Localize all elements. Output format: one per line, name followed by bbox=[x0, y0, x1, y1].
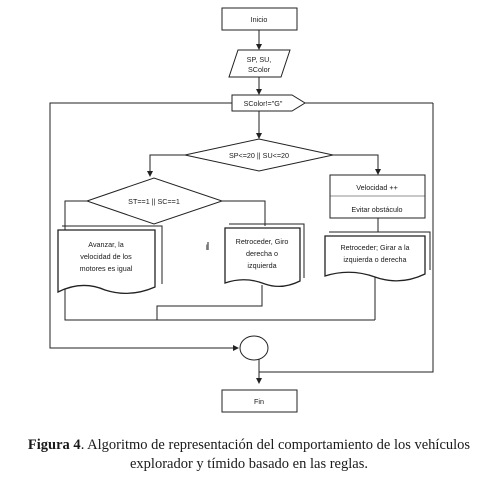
doc-forward-line3: motores es igual bbox=[80, 264, 133, 273]
doc-reverse-line2: derecha o bbox=[246, 249, 278, 258]
flowchart-diagram: Inicio SP, SU, SColor SColor!="G" SP<=20… bbox=[49, 7, 434, 413]
doc-forward-shape bbox=[57, 229, 156, 294]
input-parallelogram bbox=[228, 49, 291, 78]
connector-sub-right bbox=[222, 200, 266, 226]
doc-reverse-shape bbox=[224, 227, 301, 288]
start-label: Inicio bbox=[251, 15, 268, 24]
end-label: Fin bbox=[254, 397, 264, 406]
end-box bbox=[221, 389, 298, 413]
connector-doc-reverse-down bbox=[156, 285, 263, 320]
input-label-line2: SColor bbox=[248, 65, 271, 74]
decision-main-diamond bbox=[184, 138, 334, 172]
doc-avoid-shape bbox=[324, 235, 426, 282]
doc-forward-line1: Avanzar, la bbox=[88, 240, 123, 249]
doc-reverse-back bbox=[229, 223, 305, 278]
doc-avoid-line2: izquierda o derecha bbox=[343, 255, 406, 264]
start-box bbox=[221, 7, 298, 31]
loop-shape bbox=[231, 94, 306, 112]
decision-main-label: SP<=20 || SU<=20 bbox=[229, 151, 289, 160]
caption-label: Figura 4 bbox=[27, 437, 81, 453]
doc-reverse-line3: izquierda bbox=[247, 261, 276, 270]
doc-forward-line2: velocidad de los bbox=[80, 252, 132, 261]
connector-main-left bbox=[147, 154, 185, 177]
doc-forward-back bbox=[62, 225, 163, 284]
doc-avoid-back bbox=[329, 231, 431, 270]
caption-text: . Algoritmo de representación del compor… bbox=[80, 437, 471, 472]
process-label-line1: Velocidad ++ bbox=[356, 183, 398, 192]
decision-sub-diamond bbox=[85, 177, 224, 225]
connector-sub-left bbox=[64, 200, 87, 231]
connector-doc-forward-down bbox=[64, 288, 157, 321]
loop-condition-label: SColor!="G" bbox=[244, 99, 283, 108]
process-box bbox=[329, 174, 426, 219]
input-label-line1: SP, SU, bbox=[247, 55, 272, 64]
process-label-line2: Evitar obstáculo bbox=[351, 205, 402, 214]
figure-caption: Figura 4. Algoritmo de representación de… bbox=[18, 436, 480, 474]
decision-sub-label: ST==1 || SC==1 bbox=[128, 197, 180, 206]
doc-reverse-line1: Retroceder, Giro bbox=[236, 237, 289, 246]
doc-avoid-line1: Retroceder; Girar a la bbox=[340, 243, 409, 252]
connector-loop-exit bbox=[49, 102, 239, 351]
stray-mark: l bbox=[206, 243, 208, 252]
junction-circle bbox=[239, 335, 269, 361]
connector-main-right bbox=[333, 154, 381, 175]
